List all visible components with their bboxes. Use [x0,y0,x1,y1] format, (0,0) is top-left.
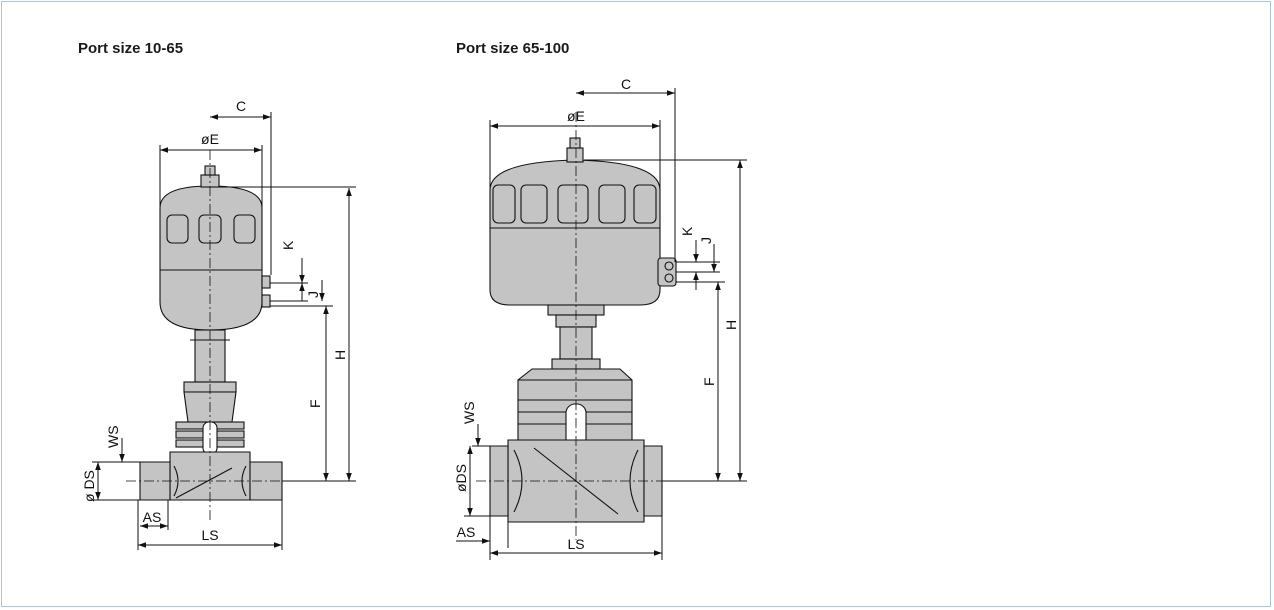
dimension-lines-large [456,88,747,560]
title-port-size-65-100: Port size 65-100 [456,40,570,57]
dim-label-e-large: øE [567,108,585,124]
dim-label-c-large: C [621,76,631,92]
dim-label-j-small: J [305,291,321,298]
dim-label-ws-small: WS [105,425,121,448]
valve-drawing-large [476,112,712,540]
dim-label-ds-small: ø DS [81,470,97,502]
dim-label-c-small: C [236,98,246,114]
dim-label-f-small: F [307,399,323,408]
dim-label-j-large: J [698,237,714,244]
valve-drawing-small [126,150,300,520]
dim-label-k-large: K [679,226,695,236]
dim-label-h-large: H [723,320,739,330]
dim-label-e-small: øE [201,131,219,147]
dim-label-as-large: AS [457,524,476,540]
dim-label-ls-small: LS [201,527,218,543]
dim-label-ds-large: øDS [453,464,469,492]
dim-label-h-small: H [332,350,348,360]
dim-label-k-small: K [280,240,296,250]
title-port-size-10-65: Port size 10-65 [78,40,184,57]
dim-label-ls-large: LS [567,536,584,552]
dimension-lines-small [92,112,356,550]
dim-label-as-small: AS [143,509,162,525]
dim-label-f-large: F [701,377,717,386]
dim-label-ws-large: WS [461,401,477,424]
